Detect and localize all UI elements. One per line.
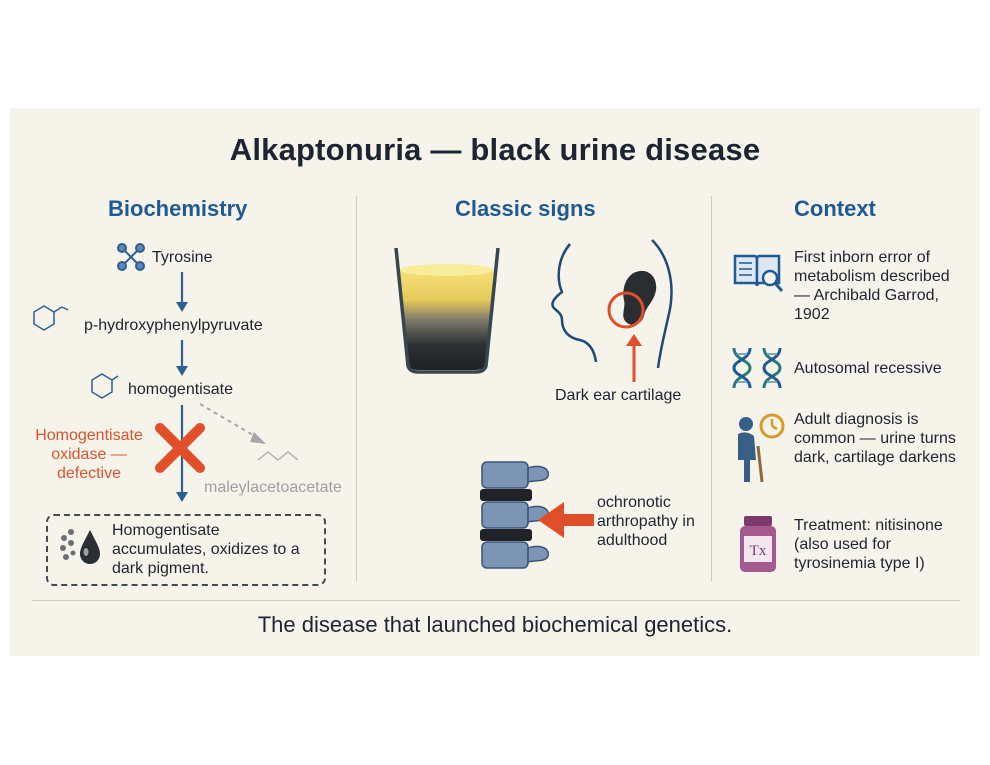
result-text: Homogentisate accumulates, oxidizes to a… xyxy=(112,522,300,577)
benzene-ring-icon xyxy=(33,305,69,331)
urine-glass-icon xyxy=(394,247,500,374)
step-p-hydroxyphenylpyruvate: p-hydroxyphenylpyruvate xyxy=(84,317,263,334)
context-item-diagnosis: Adult diagnosis is common — urine turns … xyxy=(794,411,956,466)
blocked-product: maleylacetoacetate xyxy=(204,479,342,496)
column-divider-right xyxy=(711,196,712,581)
column-divider-left xyxy=(356,196,357,581)
benzene-ring-icon xyxy=(91,373,119,399)
footer-divider xyxy=(32,600,960,601)
elderly-person-clock-icon xyxy=(738,413,785,483)
svg-text:Tx: Tx xyxy=(750,543,767,559)
pointer-arrow-icon xyxy=(538,502,594,538)
defect-label: Homogentisate oxidase — defective xyxy=(35,427,143,482)
step-tyrosine: Tyrosine xyxy=(152,249,213,266)
arthropathy-label: ochronotic arthropathy in adulthood xyxy=(597,494,695,549)
context-item-garrod: First inborn error of metabolism describ… xyxy=(794,249,950,323)
footer-tagline: The disease that launched biochemical ge… xyxy=(257,612,733,637)
context-item-inheritance: Autosomal recessive xyxy=(794,360,942,377)
spine-icon xyxy=(480,461,549,569)
heading-classic-signs: Classic signs xyxy=(455,196,596,221)
dna-icon xyxy=(732,347,782,389)
head-profile-icon xyxy=(551,239,673,382)
book-magnifier-icon xyxy=(733,254,784,292)
ear-cartilage-label: Dark ear cartilage xyxy=(555,387,682,404)
page-title: Alkaptonuria — black urine disease xyxy=(229,132,761,167)
block-x-icon xyxy=(155,423,205,473)
molecule-structure-icon xyxy=(257,451,299,461)
step-homogentisate: homogentisate xyxy=(128,381,233,398)
pigment-drop-icon xyxy=(60,529,100,564)
result-box xyxy=(46,514,326,586)
prescription-bottle-icon: Tx xyxy=(740,516,776,572)
blocked-pathway-arrow xyxy=(199,403,266,444)
heading-context: Context xyxy=(794,196,876,221)
molecule-icon xyxy=(117,243,145,271)
context-item-treatment: Treatment: nitisinone (also used for tyr… xyxy=(794,517,943,572)
heading-biochemistry: Biochemistry xyxy=(108,196,248,221)
